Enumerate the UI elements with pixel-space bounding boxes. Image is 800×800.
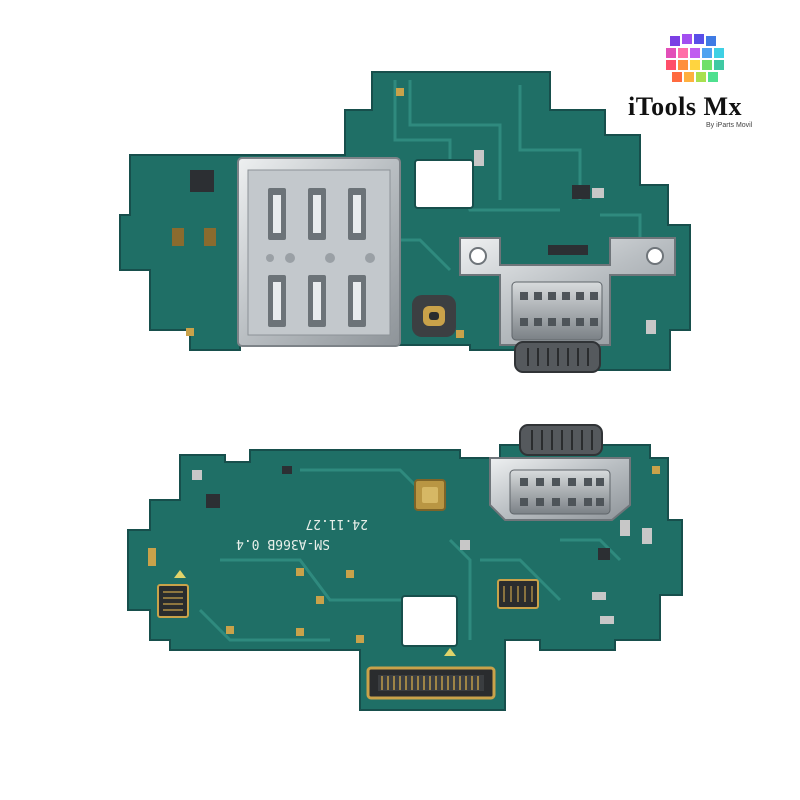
top-cutout xyxy=(414,159,474,209)
bottom-cutout xyxy=(401,595,458,647)
bottom-components xyxy=(148,466,660,656)
fpc-connector-right xyxy=(497,579,539,609)
cube-logo-icon xyxy=(666,34,724,82)
microphone xyxy=(414,479,446,511)
microphone-gasket xyxy=(412,295,456,337)
bottom-traces xyxy=(198,468,622,642)
usb-c-port-bottom xyxy=(489,424,631,521)
usb-c-port-top xyxy=(459,237,676,373)
fpc-connector-left xyxy=(157,584,189,618)
board-date-text: 24.11.27 xyxy=(305,516,368,531)
top-board xyxy=(119,71,691,373)
top-components xyxy=(172,88,656,338)
brand-logo: iTools Mx By iParts Movil xyxy=(620,30,780,140)
brand-subtitle: By iParts Movil xyxy=(706,122,753,129)
sim-card-reader xyxy=(237,157,401,347)
fpc-connector-main xyxy=(366,666,496,700)
brand-title: iTools Mx xyxy=(628,92,743,121)
board-model-text: SM-A366B 0.4 xyxy=(236,536,330,551)
bottom-board: SM-A366B 0.4 24.11.27 xyxy=(127,424,683,711)
